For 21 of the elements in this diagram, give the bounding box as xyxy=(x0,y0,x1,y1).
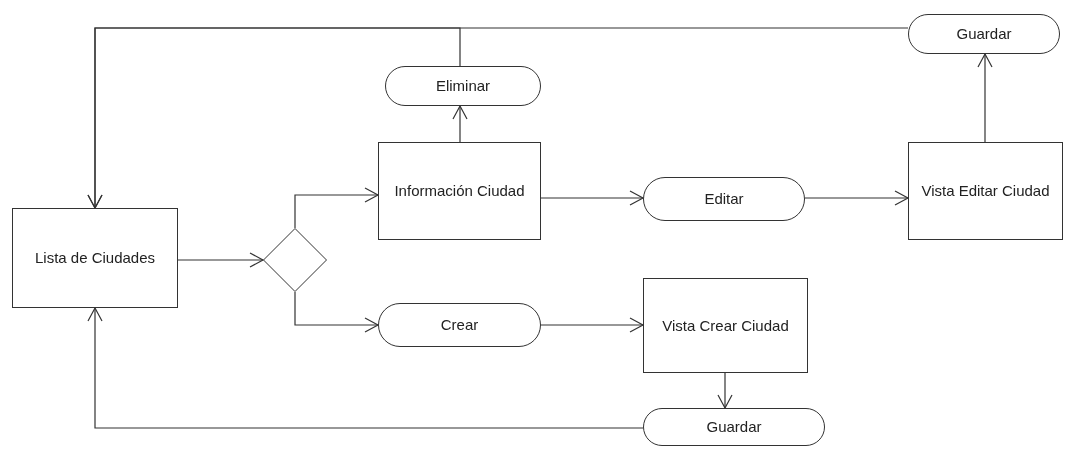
rounded-action-box: Crear xyxy=(378,303,541,347)
arrow xyxy=(977,53,993,143)
arrow xyxy=(452,105,468,143)
arrow xyxy=(804,190,909,206)
decision-diamond xyxy=(263,228,327,292)
arrow xyxy=(540,190,644,206)
arrow xyxy=(87,27,461,209)
rounded-action-box: Guardar xyxy=(643,408,825,446)
rounded-action-box: Eliminar xyxy=(385,66,541,106)
arrow xyxy=(717,372,733,409)
process-box: Vista Editar Ciudad xyxy=(908,142,1063,240)
process-box: Lista de Ciudades xyxy=(12,208,178,308)
arrow xyxy=(540,317,644,333)
rounded-action-box: Editar xyxy=(643,177,805,221)
arrow xyxy=(294,187,379,229)
arrow xyxy=(294,291,379,333)
process-box: Información Ciudad xyxy=(378,142,541,240)
arrow xyxy=(87,307,644,429)
process-box: Vista Crear Ciudad xyxy=(643,278,808,373)
rounded-action-box: Guardar xyxy=(908,14,1060,54)
arrow xyxy=(177,252,264,268)
